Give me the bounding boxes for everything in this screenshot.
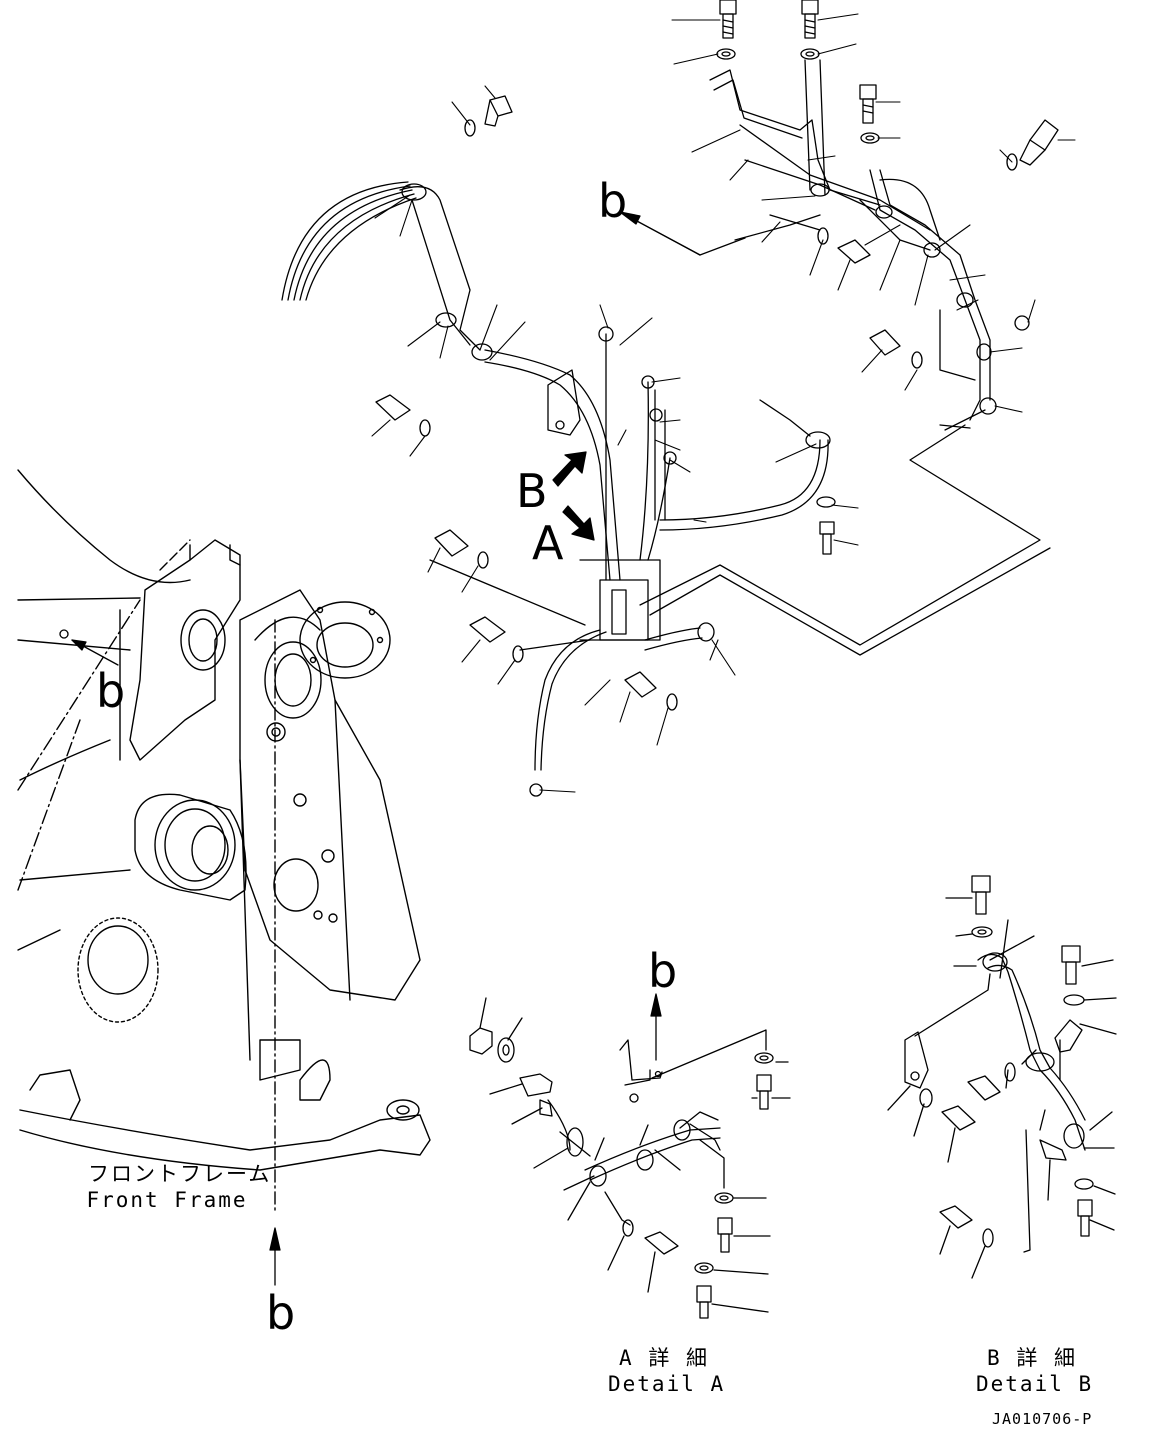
view-label-b-bottom: b: [266, 1286, 296, 1340]
detail-pointer-b: B: [516, 464, 548, 518]
bolt: [1020, 120, 1058, 165]
bolt: [757, 1075, 771, 1109]
view-label-b-left: b: [96, 664, 126, 718]
fasteners: [376, 0, 1058, 796]
view-arrow-b-bottom: [270, 1228, 280, 1285]
bolt: [870, 330, 900, 355]
top-right-tube-assembly: [620, 60, 996, 430]
bolt: [720, 0, 736, 38]
bolt: [697, 1286, 711, 1318]
bolt: [972, 876, 990, 914]
bolt: [942, 1106, 975, 1130]
bolt: [968, 1076, 1000, 1100]
bolt: [802, 0, 818, 38]
detail-pointer-arrows: [553, 452, 594, 540]
bolt: [820, 522, 834, 554]
view-arrow-b-detail: [651, 994, 661, 1060]
bolt: [645, 1232, 678, 1254]
view-arrow-b-top: [620, 212, 700, 255]
bolt: [485, 96, 512, 126]
bolt: [718, 1218, 732, 1252]
detail-a-drawing: [470, 998, 790, 1318]
bolt: [860, 85, 876, 123]
bolt: [1062, 946, 1080, 984]
detail-b-caption-en: Detail B: [976, 1372, 1094, 1396]
detail-b-caption-jp: B 詳 細: [987, 1346, 1077, 1370]
detail-b-drawing: [888, 876, 1116, 1278]
view-arrow-b-left: [60, 630, 118, 665]
leader-lines: [372, 14, 1075, 792]
bolt: [940, 1206, 972, 1228]
detail-a-caption-en: Detail A: [608, 1372, 726, 1396]
view-label-b-top: b: [598, 174, 628, 228]
bolt: [838, 240, 870, 263]
front-frame-drawing: [18, 470, 430, 1210]
front-frame-caption-en: Front Frame: [86, 1188, 248, 1212]
bolt: [376, 395, 410, 420]
drawing-code: JA010706-P: [992, 1410, 1093, 1428]
front-frame-caption-jp: フロントフレーム: [88, 1162, 272, 1186]
frame-outline-lines: [640, 425, 1050, 655]
detail-a-caption-jp: A 詳 細: [619, 1346, 709, 1370]
bolt: [1078, 1200, 1092, 1236]
detail-pointer-a: A: [532, 516, 564, 570]
bolt: [625, 672, 656, 697]
bolt: [470, 617, 505, 642]
bolt: [435, 530, 468, 556]
view-label-b-detail: b: [648, 944, 678, 998]
main-hose-assembly: [282, 182, 830, 770]
